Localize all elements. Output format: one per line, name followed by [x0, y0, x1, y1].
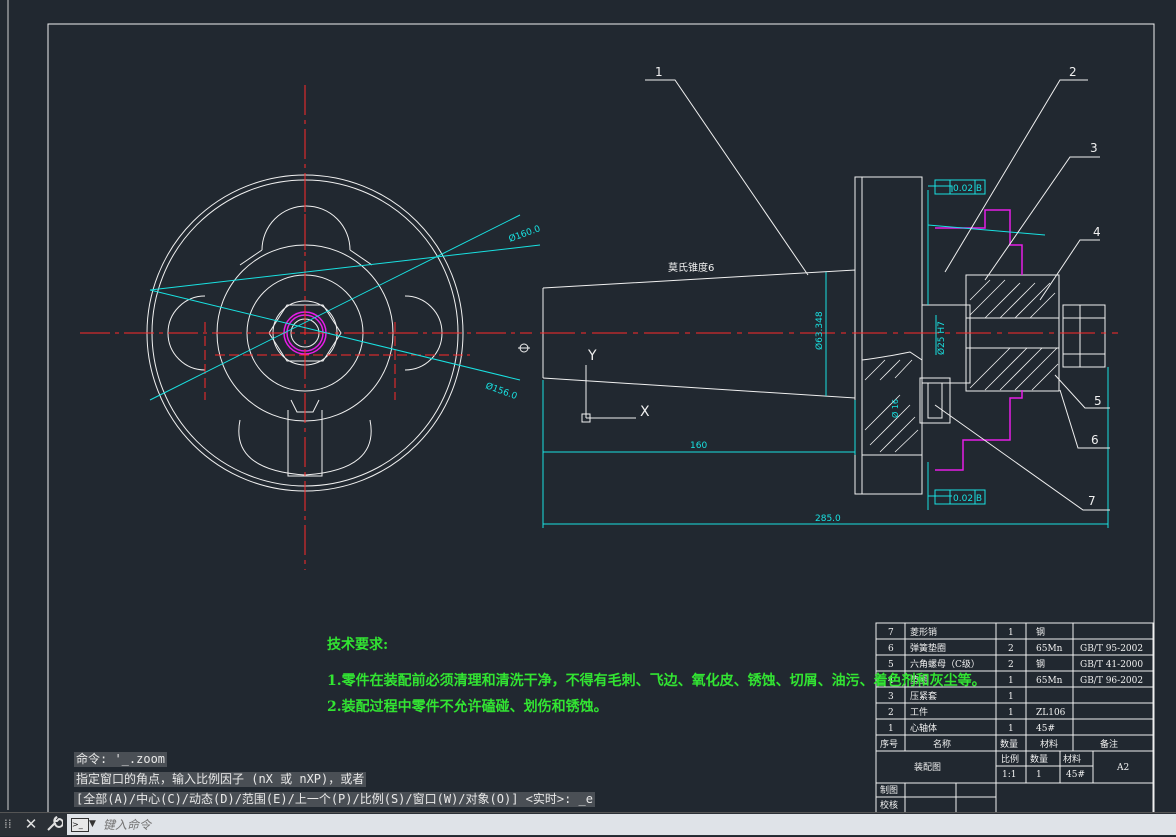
dim-len285: 285.0: [815, 514, 841, 524]
bom-cell: 45#: [1036, 724, 1055, 734]
tb-scale: 1:1: [1002, 770, 1016, 780]
bom-rows: 7 菱形销 1 钢 6 弹簧垫圈 2 65Mn GB/T 95-2002 5 六角螺母（C级） 2 钢 G…: [888, 626, 1143, 734]
bom-cell: 1: [1008, 692, 1014, 702]
command-history-line-2: 指定窗口的角点，输入比例因子 (nX 或 nXP)，或者: [74, 772, 367, 787]
tb-check-label: 校核: [880, 799, 898, 811]
leader-lines: [645, 79, 1110, 511]
tech-requirements-title: 技术要求:: [327, 637, 389, 653]
tb-mat: 45#: [1066, 770, 1085, 780]
bom-cell: GB/T 95-2002: [1080, 644, 1143, 654]
bom-cell: 六角螺母（C级）: [910, 658, 980, 670]
dim-d-small: Ø 16: [890, 399, 900, 418]
tb-draw-label: 制图: [880, 784, 898, 796]
bom-cell: GB/T 41-2000: [1080, 660, 1143, 670]
bom-header: 序号 名称 数量 材料 备注: [880, 738, 1118, 750]
bom-header-name: 名称: [933, 738, 951, 750]
bom-header-note: 备注: [1100, 738, 1118, 750]
command-line-bar: ⁞⁞ ✕ >_ ▼: [0, 812, 1176, 836]
bom-header-mat: 材料: [1040, 738, 1058, 750]
bom-cell: 工件: [910, 706, 928, 718]
ucs-icon: [581, 365, 636, 423]
bom-cell: 3: [888, 692, 894, 702]
leader-5: 5: [1094, 394, 1102, 408]
bom-cell: 6: [888, 644, 894, 654]
bom-cell: 菱形销: [910, 626, 937, 638]
dim-len160: 160: [690, 441, 707, 451]
bom-cell: 1: [1008, 676, 1014, 686]
command-input[interactable]: [103, 816, 1163, 833]
bom-cell: 2: [888, 708, 894, 718]
drag-grip-icon[interactable]: ⁞⁞: [4, 817, 12, 831]
tech-requirement-2: 2.装配过程中零件不允许磕碰、划伤和锈蚀。: [327, 699, 608, 715]
leader-4: 4: [1093, 225, 1101, 239]
bom-cell: 弹簧垫圈: [910, 642, 946, 654]
tb-mat-label: 材料: [1063, 753, 1081, 765]
bom-cell: 钢: [1036, 626, 1045, 638]
left-view-dims: [149, 214, 541, 401]
bom-header-no: 序号: [880, 738, 898, 750]
bom-cell: 65Mn: [1036, 676, 1063, 686]
tech-requirement-1: 1.零件在装配前必须清理和清洗干净，不得有毛刺、飞边、氧化皮、锈蚀、切屑、油污、…: [327, 673, 986, 689]
title-block: 装配图 比例 数量 材料 1:1 1 45# A2 制图 校核: [880, 753, 1129, 811]
chevron-down-icon[interactable]: ▼: [89, 819, 96, 829]
bom-cell: 65Mn: [1036, 644, 1063, 654]
bom-cell: 1: [1008, 708, 1014, 718]
tb-qty: 1: [1036, 770, 1042, 780]
leader-3: 3: [1090, 141, 1098, 155]
leader-6: 6: [1091, 433, 1099, 447]
workpiece-outline: [935, 209, 1023, 471]
bom-cell: 压紧套: [910, 690, 937, 702]
gdt-bot: 0.02 B: [953, 494, 982, 504]
tb-size: A2: [1116, 763, 1129, 773]
section-symbol: [518, 343, 530, 353]
command-input-area: >_ ▼: [67, 814, 1176, 835]
wrench-icon[interactable]: [45, 815, 64, 833]
bom-cell: 垫圈: [910, 674, 928, 686]
bom-cell: 1: [1008, 724, 1014, 734]
tb-name: 装配图: [914, 761, 941, 773]
bom-cell: 7: [888, 628, 894, 638]
bom-cell: ZL106: [1036, 708, 1066, 718]
bom-cell: 4: [888, 676, 894, 686]
bom-cell: GB/T 96-2002: [1080, 676, 1143, 686]
bom-header-qty: 数量: [1000, 738, 1018, 750]
ucs-y: Y: [587, 348, 597, 364]
close-icon[interactable]: ✕: [24, 815, 38, 833]
taper-label: 莫氏锥度6: [668, 261, 714, 274]
bom-cell: 1: [888, 724, 894, 734]
bom-cell: 2: [1008, 644, 1014, 654]
gdt-top: 0.02 B: [953, 184, 982, 194]
bom-cell: 钢: [1036, 658, 1045, 670]
leader-1: 1: [655, 65, 663, 79]
command-history-line-3: [全部(A)/中心(C)/动态(D)/范围(E)/上一个(P)/比例(S)/窗口…: [74, 792, 595, 807]
bom-cell: 2: [1008, 660, 1014, 670]
command-prompt-icon[interactable]: >_: [71, 818, 89, 832]
dim-d63: Ø63.348: [814, 311, 825, 350]
leader-2: 2: [1069, 65, 1077, 79]
bom-cell: 心轴体: [910, 722, 937, 734]
right-view-dims: [542, 185, 1109, 528]
tb-qty-label: 数量: [1030, 753, 1048, 765]
ucs-x: X: [640, 404, 650, 420]
bom-cell: 5: [888, 660, 894, 670]
tb-scale-label: 比例: [1001, 753, 1019, 765]
dim-d25: Ø25 H7: [936, 321, 947, 355]
leader-7: 7: [1088, 494, 1096, 508]
bom-cell: 1: [1008, 628, 1014, 638]
gdt-frames: [934, 179, 986, 505]
command-history-line-1: 命令: '_.zoom: [74, 752, 168, 767]
